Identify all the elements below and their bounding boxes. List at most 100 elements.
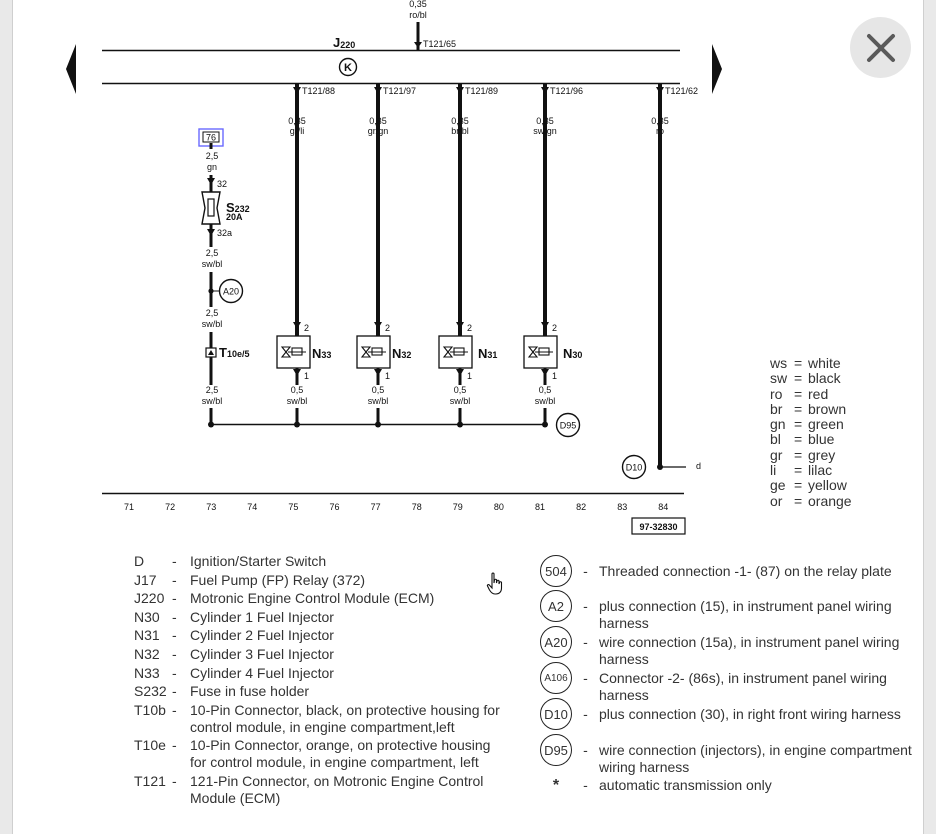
color-code: ro: [770, 385, 783, 402]
color-eq: =: [794, 431, 803, 448]
injector-out-size: 0,5: [372, 385, 385, 395]
connection-dash: -: [583, 634, 588, 650]
legend-dash: -: [172, 608, 177, 625]
color-name: green: [808, 416, 844, 433]
connection-desc: plus connection (30), in right front wir…: [599, 706, 901, 722]
injector-pin-top: 2: [304, 323, 309, 333]
drop-size: 0,35: [369, 116, 387, 126]
connection-dash: -: [583, 670, 588, 686]
legend-desc: 10-Pin Connector, orange, on protective …: [190, 737, 491, 771]
legend-row: S232-Fuse in fuse holder: [134, 683, 504, 700]
ruler-label: 83: [617, 502, 627, 512]
close-button[interactable]: [850, 17, 911, 78]
ruler-label: 78: [412, 502, 422, 512]
connection-desc: automatic transmission only: [599, 777, 772, 793]
color-eq: =: [794, 400, 803, 417]
top-pin-arrow: [414, 42, 422, 48]
a20-badge: [218, 278, 244, 304]
component-legend: D-Ignition/Starter Switch J17-Fuel Pump …: [134, 553, 504, 809]
connection-badge: 504: [540, 555, 572, 587]
drop-wire-5: T121/62 0,35 ro: [651, 84, 698, 467]
connector-label: T10e/5: [219, 345, 249, 360]
drop-wire-1: T121/88 0,35 gr/li: [288, 84, 335, 336]
module-symbol: K: [344, 62, 352, 74]
drop-pin: T121/96: [550, 86, 583, 96]
legend-row: D-Ignition/Starter Switch: [134, 553, 504, 570]
fuse-pin-bottom: 32a: [217, 228, 232, 238]
injector-pin-bottom: 1: [467, 371, 472, 381]
legend-row: N30-Cylinder 1 Fuel Injector: [134, 609, 504, 626]
d95-badge: [555, 412, 581, 438]
d10-label: D10: [626, 463, 643, 473]
arrow-right-icon[interactable]: [712, 44, 722, 94]
legend-code: N30: [134, 608, 160, 625]
module-symbol-circle: [338, 57, 358, 77]
color-code: li: [770, 462, 777, 479]
ruler-label: 82: [576, 502, 586, 512]
legend-row: N31-Cylinder 2 Fuel Injector: [134, 627, 504, 644]
injector-pin-bottom: 1: [385, 371, 390, 381]
color-eq: =: [794, 446, 803, 463]
connection-dash: -: [583, 563, 588, 579]
color-code-row: ge=yellow: [770, 477, 852, 494]
color-code: br: [770, 400, 783, 417]
a20-label: A20: [223, 287, 239, 297]
legend-dash: -: [172, 737, 177, 754]
ruler-label: 75: [288, 502, 298, 512]
drop-wire-2: T121/97 0,35 gr/gn: [368, 84, 416, 336]
color-eq: =: [794, 355, 803, 371]
legend-dash: -: [172, 627, 177, 644]
legend-code: N32: [134, 645, 160, 662]
injector-pin-bottom: 1: [304, 371, 309, 381]
legend-desc: 10-Pin Connector, black, on protective h…: [190, 701, 500, 735]
ruler-label: 73: [206, 502, 216, 512]
fuse-amp: 20A: [226, 212, 243, 222]
ground-bus-nodes: [208, 421, 548, 428]
color-code-row: gn=green: [770, 416, 852, 433]
drop-size: 0,35: [451, 116, 469, 126]
a20-out-size: 2,5: [206, 308, 219, 318]
legend-desc: Cylinder 2 Fuel Injector: [190, 627, 334, 644]
color-eq: =: [794, 385, 803, 402]
injector-n33: 2 N33 1 0,5 sw/bl: [276, 321, 331, 424]
legend-row: J17-Fuel Pump (FP) Relay (372): [134, 572, 504, 589]
ruler-label: 76: [329, 502, 339, 512]
d10-badge: [621, 454, 647, 480]
color-eq: =: [794, 477, 803, 494]
color-code-row: ro=red: [770, 385, 852, 402]
connection-desc: wire connection (15a), in instrument pan…: [599, 634, 900, 667]
legend-code: J220: [134, 590, 165, 607]
connection-row: D95-wire connection (injectors), in engi…: [540, 734, 915, 777]
legend-row: J220-Motronic Engine Control Module (ECM…: [134, 590, 504, 607]
connection-badge: D10: [540, 698, 572, 730]
legend-code: S232: [134, 683, 167, 700]
injector-n31: 2 N31 1 0,5 sw/bl: [438, 321, 497, 424]
color-code-row: br=brown: [770, 400, 852, 417]
ruler-label: 77: [371, 502, 381, 512]
connection-badge: A20: [540, 626, 572, 658]
top-pin-label: T121/65: [423, 39, 456, 49]
legend-code: T10b: [134, 701, 166, 718]
color-code: sw: [770, 370, 788, 387]
legend-dash: -: [172, 590, 177, 607]
ruler-label: 71: [124, 502, 134, 512]
legend-row: T10b-10-Pin Connector, black, on protect…: [134, 702, 504, 736]
a20-out-color: sw/bl: [202, 319, 223, 329]
color-name: black: [808, 370, 841, 387]
color-name: white: [808, 355, 841, 371]
legend-desc: Cylinder 3 Fuel Injector: [190, 645, 334, 662]
color-eq: =: [794, 492, 803, 509]
arrow-left-icon[interactable]: [66, 44, 76, 94]
drop-pin: T121/88: [302, 86, 335, 96]
fuse-in-size: 2,5: [206, 151, 219, 161]
color-eq: =: [794, 462, 803, 479]
connection-legend: 504-Threaded connection -1- (87) on the …: [540, 555, 915, 794]
color-name: grey: [808, 446, 836, 463]
viewer-left-edge: [0, 0, 13, 834]
legend-row: N33-Cylinder 4 Fuel Injector: [134, 665, 504, 682]
ruler-label: 80: [494, 502, 504, 512]
injector-out-size: 0,5: [454, 385, 467, 395]
viewer-right-edge: [923, 0, 936, 834]
legend-dash: -: [172, 553, 177, 569]
